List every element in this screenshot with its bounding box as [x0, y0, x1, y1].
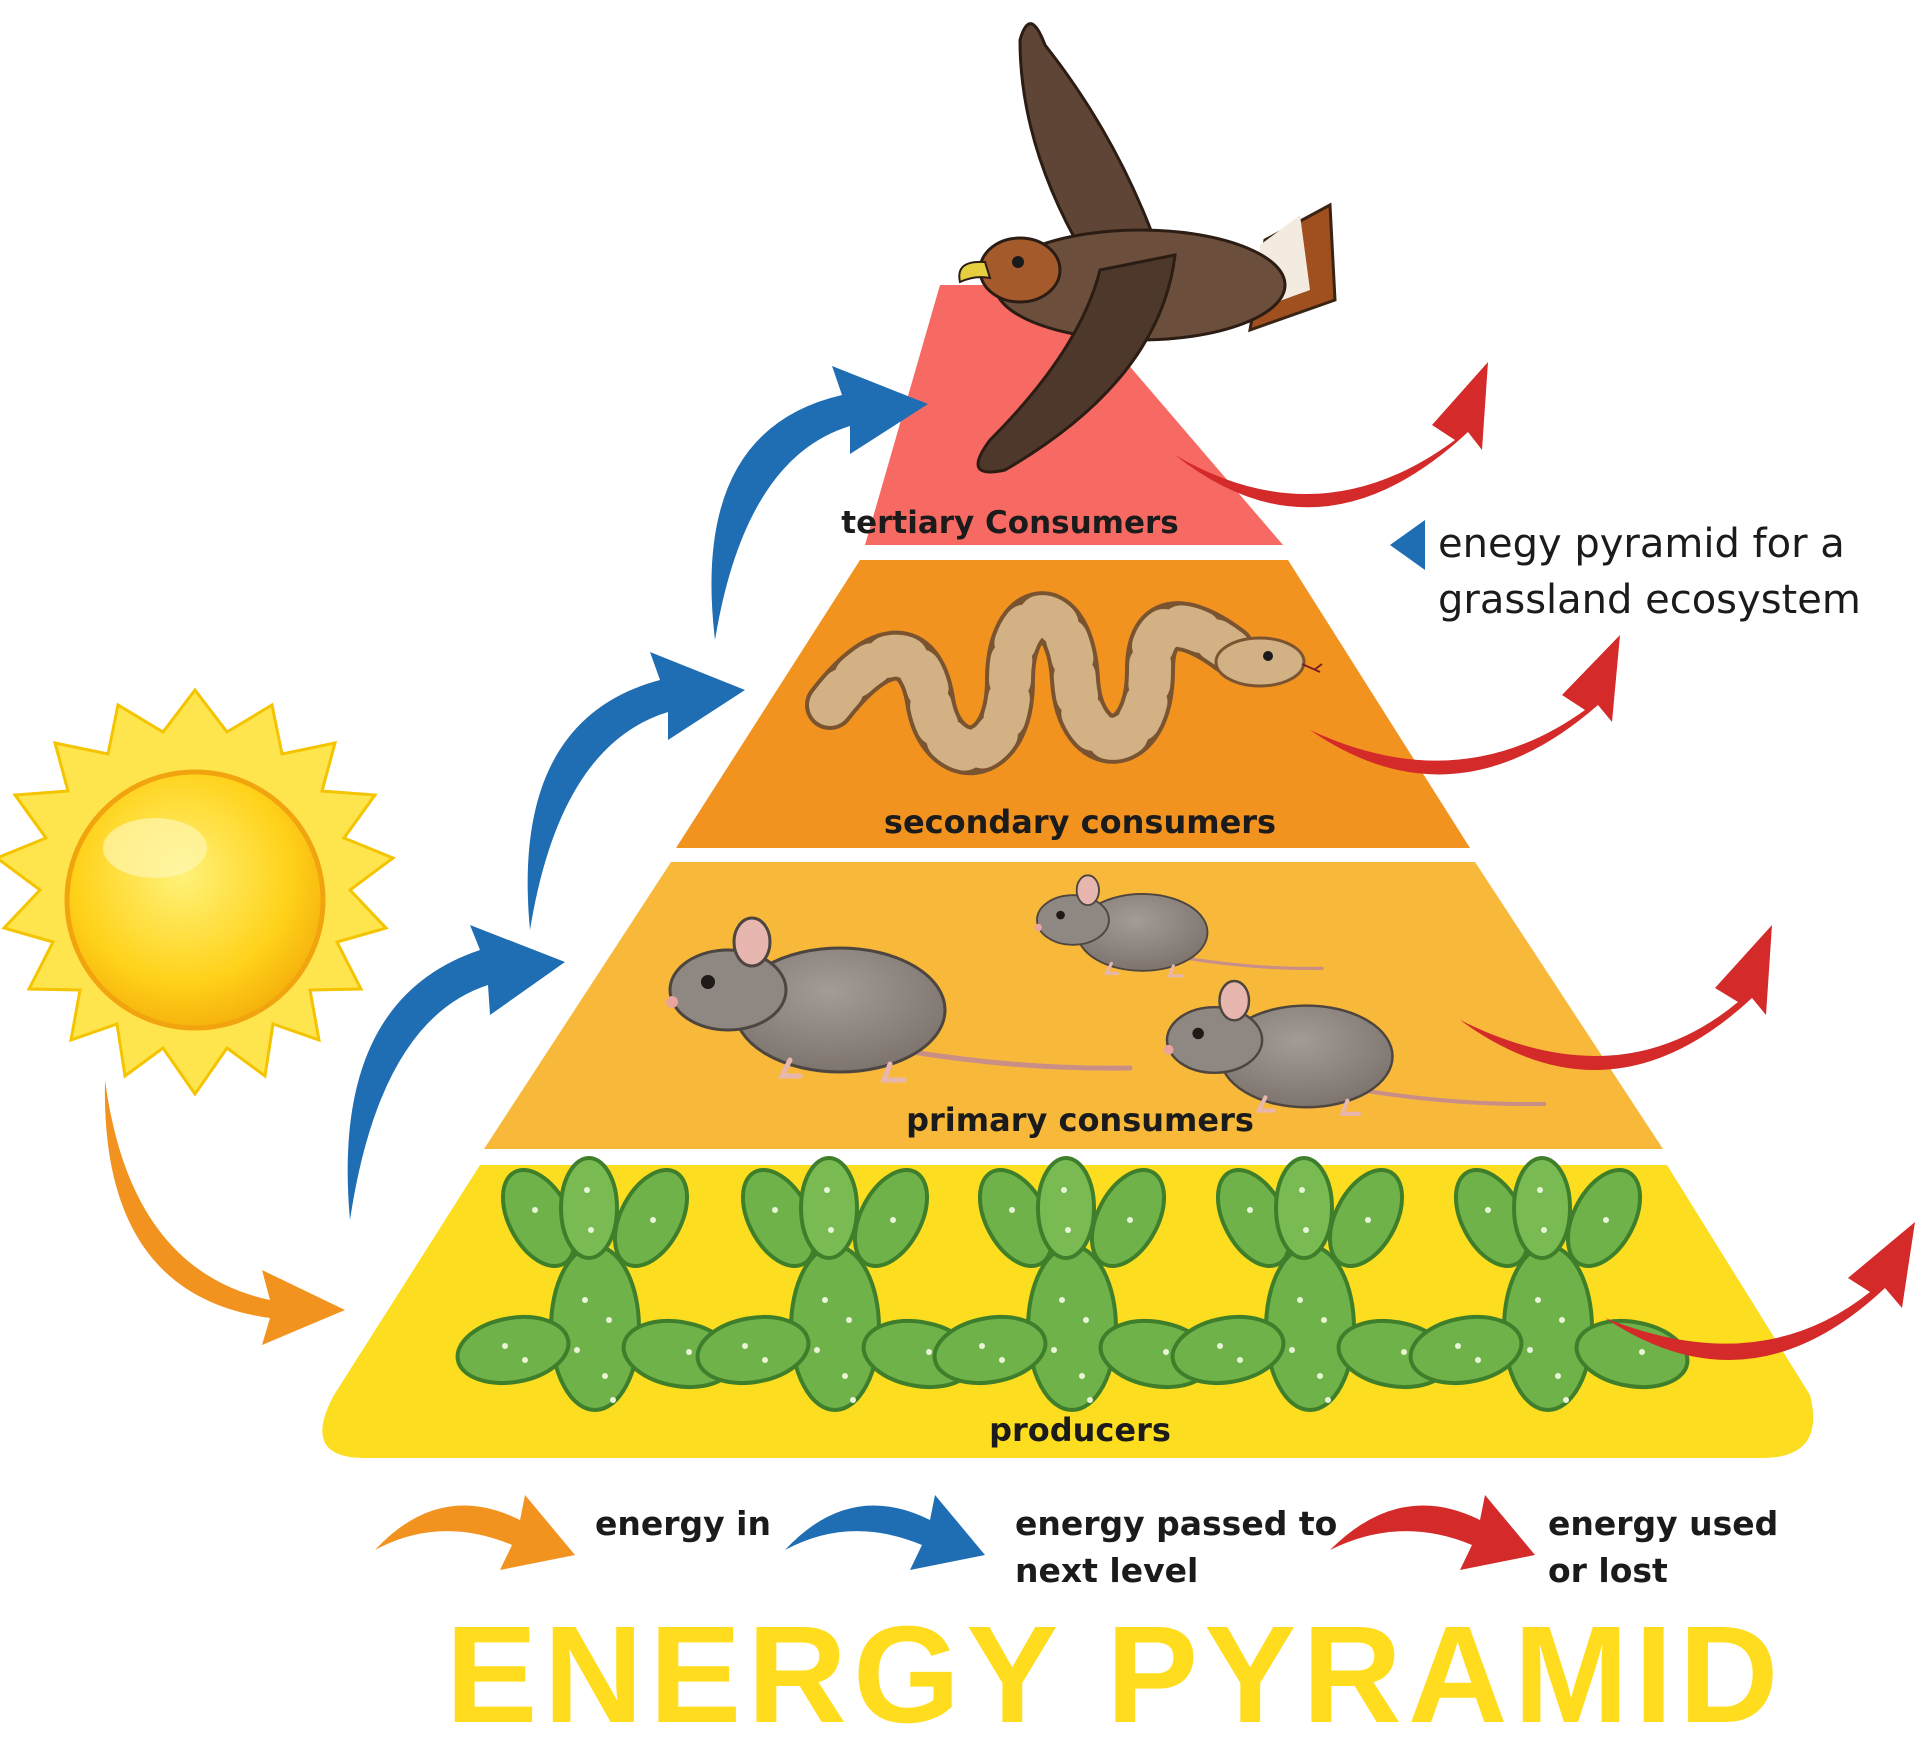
note-line-2: grassland ecosystem [1438, 577, 1861, 623]
arrow-energy-passed [347, 366, 928, 1220]
hawk-icon [958, 22, 1337, 474]
note-pointer-icon [1390, 520, 1425, 570]
label-producers: producers [989, 1411, 1171, 1449]
arrow-energy-in [104, 1080, 345, 1345]
legend-energy-passed-label-1: energy passed to [1015, 1504, 1337, 1543]
label-tertiary-consumers: tertiary Consumers [841, 505, 1179, 541]
legend-energy-lost-label-2: or lost [1548, 1551, 1668, 1590]
snake-icon [805, 591, 1323, 776]
diagram-title: ENERGY PYRAMID [445, 1598, 1784, 1752]
label-primary-consumers: primary consumers [906, 1101, 1254, 1139]
legend-energy-lost-label-1: energy used [1548, 1504, 1778, 1543]
legend-energy-passed-label-2: next level [1015, 1551, 1198, 1590]
sun-icon [0, 687, 397, 1097]
legend: energy in energy passed to next level en… [375, 1495, 1778, 1590]
legend-energy-passed-arrow [785, 1495, 985, 1570]
legend-energy-in-arrow [375, 1495, 575, 1570]
legend-energy-lost-arrow [1330, 1495, 1535, 1570]
label-secondary-consumers: secondary consumers [884, 803, 1276, 841]
arrow-energy-lost [1175, 362, 1915, 1361]
note-line-1: enegy pyramid for a [1438, 521, 1845, 567]
legend-energy-in-label: energy in [595, 1504, 771, 1543]
